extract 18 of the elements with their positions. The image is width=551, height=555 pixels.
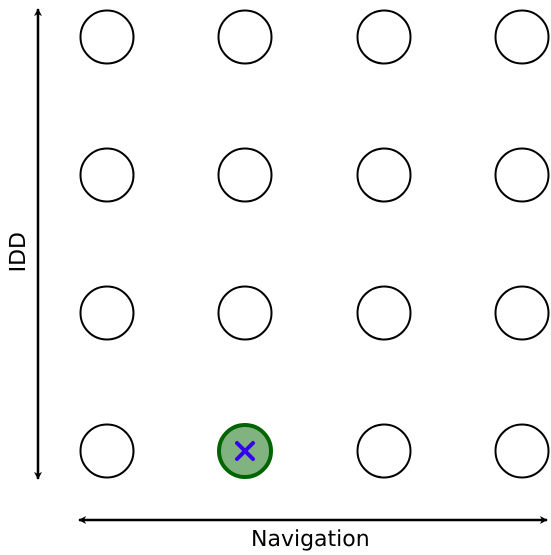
circle — [79, 423, 135, 479]
circle — [79, 285, 135, 341]
circle — [356, 147, 412, 203]
circle — [494, 285, 550, 341]
circle — [79, 9, 135, 65]
circle — [217, 9, 273, 65]
circle — [217, 147, 273, 203]
circle — [356, 285, 412, 341]
axis-label: Navigation — [251, 529, 370, 551]
circle — [356, 9, 412, 65]
circle — [217, 285, 273, 341]
circle — [494, 147, 550, 203]
circle — [79, 147, 135, 203]
highlighted-circle — [217, 423, 273, 479]
circle — [494, 9, 550, 65]
circle — [356, 423, 412, 479]
axis-label: IDD — [8, 232, 30, 272]
circle — [494, 423, 550, 479]
